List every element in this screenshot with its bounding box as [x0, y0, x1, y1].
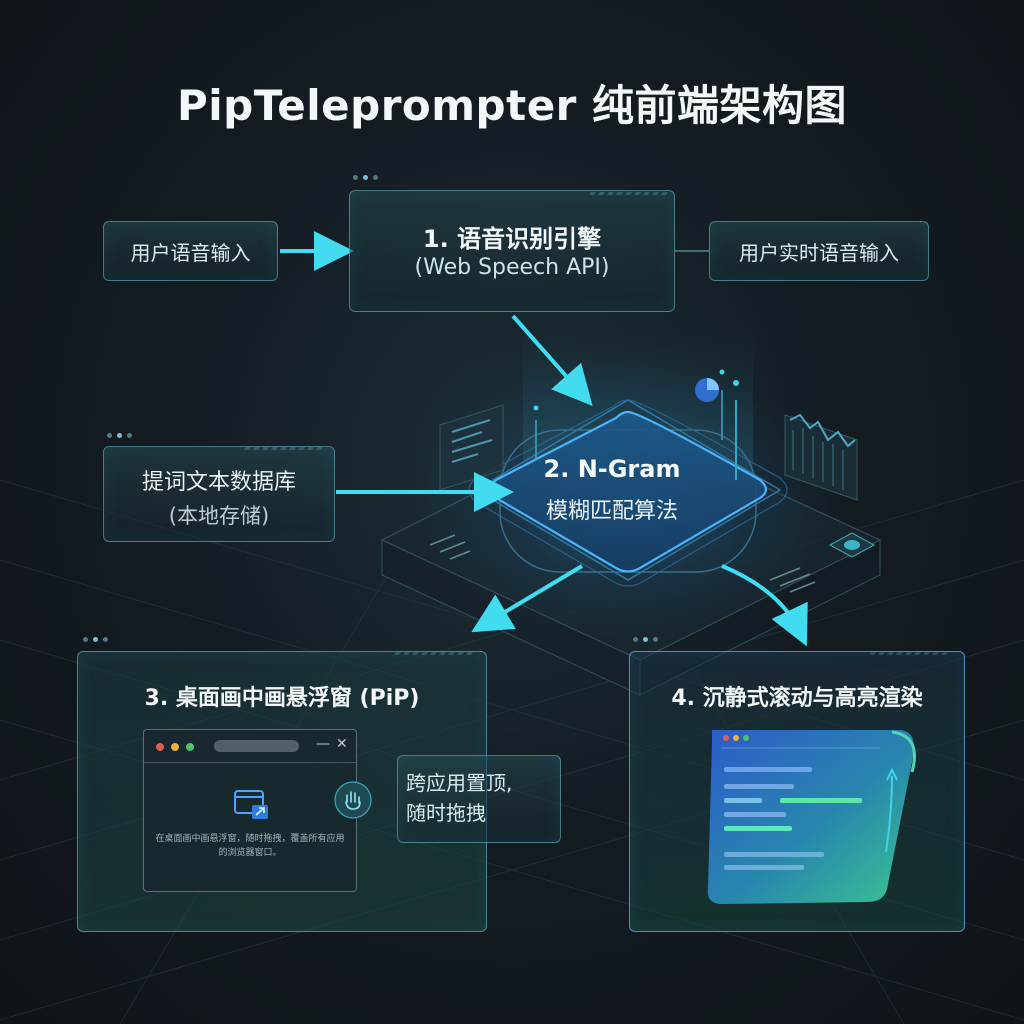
node-title: 1. 语音识别引擎	[422, 225, 602, 253]
node-subtitle: (Web Speech API)	[414, 255, 610, 280]
decor-dots	[633, 637, 663, 642]
close-dot	[156, 743, 164, 751]
decor-ticks	[589, 180, 671, 195]
drag-hand-icon	[334, 781, 372, 819]
scroll-document-illustration	[707, 730, 916, 904]
line-chart-icon	[784, 413, 858, 501]
decor-ticks	[394, 640, 476, 655]
prompt-text-database-node: 提词文本数据库 (本地存储)	[103, 446, 335, 542]
page-title: PipTeleprompter 纯前端架构图	[176, 81, 848, 130]
node-title: 提词文本数据库	[141, 470, 296, 495]
node-subtitle: (本地存储)	[168, 504, 270, 528]
decor-ticks	[244, 435, 326, 450]
decor-dots	[107, 433, 137, 438]
node-label: 用户实时语音输入	[739, 240, 899, 265]
panel-title: 3. 桌面画中画悬浮窗 (PiP)	[144, 686, 420, 711]
decor-dots	[83, 637, 113, 642]
pip-window-description: 在桌面画中画悬浮窗，随时拖拽，覆盖所有应用的浏览器窗口。	[155, 834, 345, 858]
scroll-arrow-icon	[885, 767, 898, 853]
callout-line: 随时拖拽	[406, 801, 486, 825]
pip-window-icon	[234, 790, 268, 819]
connector-ngram-to-scroll	[721, 564, 808, 647]
pip-window-mockup: — ✕ 在桌面画中画悬浮窗，随时拖拽，覆盖所有应用的浏览器窗口。	[143, 729, 357, 892]
ngram-matching-node: 2. N-Gram 模糊匹配算法	[512, 455, 712, 525]
minimize-dot	[171, 743, 179, 751]
maximize-dot	[186, 743, 194, 751]
pip-window-panel: 3. 桌面画中画悬浮窗 (PiP) — ✕ 在桌面画中画悬浮窗，随时拖拽，覆盖所…	[77, 651, 561, 932]
pip-callout: 跨应用置顶, 随时拖拽	[397, 755, 561, 843]
scroll-render-panel: 4. 沉静式滚动与高亮渲染	[629, 651, 965, 932]
decor-ticks	[869, 640, 951, 655]
chip-icon	[828, 532, 876, 558]
speech-recognition-node: 1. 语音识别引擎 (Web Speech API)	[349, 190, 675, 312]
pie-chart-icon	[695, 378, 719, 402]
address-bar	[214, 740, 299, 752]
decor-dots	[353, 175, 383, 180]
minimize-icon: —	[316, 736, 330, 752]
connector-asr-to-ngram	[511, 314, 593, 406]
connector-ngram-to-pip	[471, 564, 584, 633]
window-titlebar: — ✕	[144, 730, 356, 763]
realtime-voice-input-node: 用户实时语音输入	[709, 221, 929, 281]
panel-title: 4. 沉静式滚动与高亮渲染	[671, 686, 923, 711]
node-subtitle: 模糊匹配算法	[545, 499, 678, 524]
user-voice-input-node: 用户语音输入	[103, 221, 278, 281]
node-label: 用户语音输入	[130, 240, 251, 265]
node-title: 2. N-Gram	[543, 455, 681, 483]
close-icon: ✕	[336, 736, 348, 752]
callout-line: 跨应用置顶,	[406, 771, 513, 795]
